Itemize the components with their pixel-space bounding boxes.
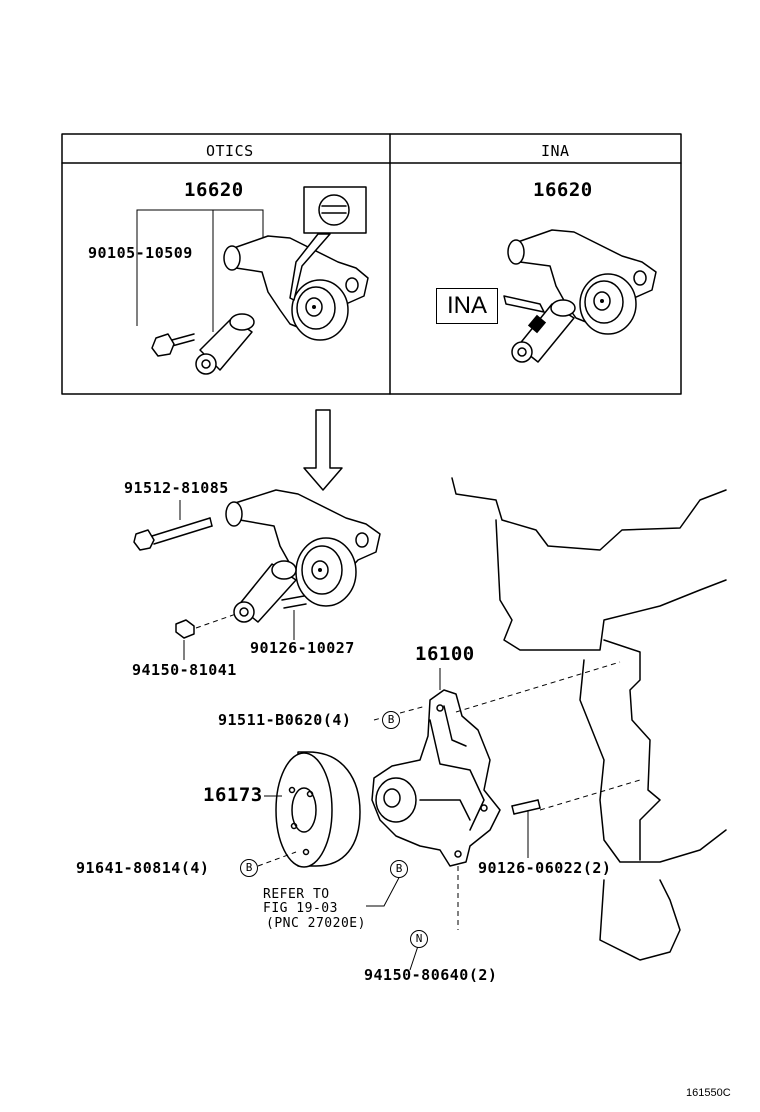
variants-table: [61, 133, 682, 395]
leader-lines: [366, 871, 419, 971]
tensioner-assembly: [133, 489, 381, 660]
otics-header: OTICS: [206, 142, 254, 160]
marker-b-refer: B: [390, 860, 408, 878]
water-pump: [371, 661, 641, 930]
otics-bolt-number: 90105-10509: [88, 244, 193, 262]
refer-line-1: REFER TO: [263, 887, 330, 902]
refer-line-3: (PNC 27020E): [266, 916, 366, 931]
refer-line-2: FIG 19-03: [263, 901, 338, 916]
illustration-code: 161550C: [686, 1087, 731, 1099]
label-water-pump: 16100: [415, 643, 475, 665]
ina-marking-box: INA: [436, 288, 498, 324]
label-bolt-main: 91512-81085: [124, 479, 229, 497]
otics-tensioner-drawing: [136, 186, 369, 375]
label-pulley: 16173: [203, 784, 263, 806]
down-arrow: [303, 409, 343, 491]
otics-part-number: 16620: [184, 179, 244, 201]
engine-block-outline: [451, 477, 727, 961]
pulley: [257, 751, 361, 868]
label-pump-nut: 94150-80640(2): [364, 966, 498, 984]
marker-b-pump-bolt: B: [382, 711, 400, 729]
label-nut-tensioner: 94150-81041: [132, 661, 237, 679]
label-pulley-bolt: 91641-80814(4): [76, 859, 210, 877]
ina-header: INA: [541, 142, 570, 160]
label-pump-stud: 90126-06022(2): [478, 859, 612, 877]
ina-tensioner-drawing: [503, 229, 657, 363]
marker-b-pulley-bolt: B: [240, 859, 258, 877]
pump-stud: [511, 799, 541, 858]
label-stud-tensioner: 90126-10027: [250, 639, 355, 657]
marker-n-pump-nut: N: [410, 930, 428, 948]
ina-part-number: 16620: [533, 179, 593, 201]
label-pump-bolt: 91511-B0620(4): [218, 711, 352, 729]
